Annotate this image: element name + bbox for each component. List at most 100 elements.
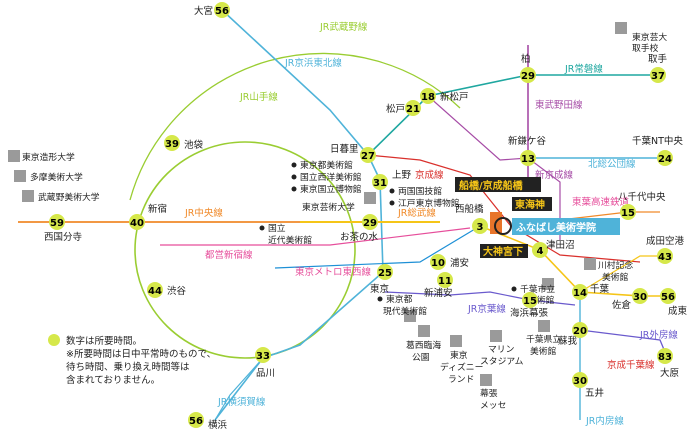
node-ueno: 31 xyxy=(372,174,388,190)
svg-text:30: 30 xyxy=(573,376,587,387)
museum-icon-marine xyxy=(490,330,502,342)
box-tokaijin xyxy=(512,197,552,211)
museum-icon-disney xyxy=(450,335,462,347)
node-ochanomizu: 29 xyxy=(362,214,378,230)
station-narita-airport: 成田空港 xyxy=(646,235,685,247)
station-chiba: 千葉 xyxy=(590,283,610,295)
place-kokuritsu-2: 近代美術館 xyxy=(268,234,312,246)
node-yokohama: 56 xyxy=(188,412,204,428)
legend-line-1: 数字は所要時間。 xyxy=(66,335,142,347)
legend-line-4: 含まれておりません。 xyxy=(66,374,160,386)
label-keisei-chiba: 京成千葉線 xyxy=(607,359,655,371)
node-narita: 56 xyxy=(660,288,676,304)
station-tokyo: 東京 xyxy=(370,283,389,295)
station-yokohama: 横浜 xyxy=(208,419,228,431)
label-yamanote: JR山手線 xyxy=(239,91,278,103)
toei-shinjuku-line xyxy=(160,227,471,246)
label-toei-shinjuku: 都営新宿線 xyxy=(205,249,253,261)
museum-icon-messe xyxy=(480,374,492,386)
station-ochanomizu: お茶の水 xyxy=(340,231,379,243)
museum-icon-tama xyxy=(14,170,26,182)
box-ojinmae xyxy=(480,244,528,258)
funabashi-ring xyxy=(494,217,512,235)
station-shin-urayasu: 新浦安 xyxy=(424,287,453,299)
station-narita: 成東 xyxy=(668,305,688,317)
museum-icon-chibashi xyxy=(542,278,554,290)
station-funabashi: 船橋/京成船橋 xyxy=(459,179,524,192)
label-tozai: 東京メトロ東西線 xyxy=(295,266,372,278)
keiyo-line xyxy=(384,291,576,306)
place-tomin: 東京都美術館 xyxy=(300,159,353,171)
svg-text:29: 29 xyxy=(363,218,377,229)
label-shinkeisei: 新京成線 xyxy=(535,169,574,181)
svg-text:39: 39 xyxy=(165,139,179,150)
svg-text:33: 33 xyxy=(256,351,270,362)
joban-line xyxy=(367,74,658,156)
node-narita-airport: 43 xyxy=(657,248,673,264)
place-disney-2: ディズニー xyxy=(440,361,483,373)
station-ikebukuro: 池袋 xyxy=(184,139,204,151)
station-toride: 取手 xyxy=(648,53,668,65)
node-ikebukuro: 39 xyxy=(164,135,180,151)
place-gendai-1: 東京都 xyxy=(386,293,413,305)
place-disney-1: 東京 xyxy=(450,349,468,361)
legend-line-3: 待ち時間、乗り換え時間等は xyxy=(66,361,190,373)
label-keihin-tohoku: JR京浜東北線 xyxy=(284,57,342,69)
node-nishifunabashi: 3 xyxy=(472,218,488,234)
place-ryogoku: 両国国技館 xyxy=(398,185,442,197)
station-chiba-nt: 千葉NT中央 xyxy=(632,135,683,147)
node-nippori: 27 xyxy=(360,147,376,163)
svg-text:29: 29 xyxy=(521,71,535,82)
station-goi: 五井 xyxy=(585,387,604,399)
node-soga: 20 xyxy=(572,322,588,338)
svg-text:56: 56 xyxy=(189,416,203,427)
place-dot-hakubutsu xyxy=(291,186,297,192)
label-chuo: JR中央線 xyxy=(184,207,223,219)
node-tokyo: 25 xyxy=(377,264,393,280)
keisei-line xyxy=(367,154,641,263)
label-musashino: JR武蔵野線 xyxy=(319,21,368,33)
tozai-line xyxy=(274,225,481,269)
museum-icon-kawamura xyxy=(584,258,596,270)
svg-text:44: 44 xyxy=(148,286,162,297)
station-ohara: 大原 xyxy=(660,367,679,379)
svg-text:56: 56 xyxy=(661,292,675,303)
station-nippori: 日暮里 xyxy=(330,143,359,155)
svg-text:30: 30 xyxy=(633,292,647,303)
node-chiba: 14 xyxy=(572,284,588,300)
svg-text:15: 15 xyxy=(523,296,537,307)
label-toyo: 東葉高速鉄道 xyxy=(572,196,630,208)
svg-text:27: 27 xyxy=(361,151,375,162)
place-hakubutsu: 東京国立博物館 xyxy=(300,183,362,195)
svg-text:20: 20 xyxy=(573,326,587,337)
place-dot-chibashi xyxy=(511,286,517,292)
place-icons xyxy=(8,22,627,386)
place-marine-1: マリン xyxy=(488,345,515,355)
museum-icon-musabi xyxy=(22,190,34,202)
node-shin-urayasu: 11 xyxy=(437,272,453,288)
place-dot-ryogoku xyxy=(389,188,395,194)
svg-text:21: 21 xyxy=(406,104,420,115)
node-shinagawa: 33 xyxy=(255,347,271,363)
station-tsudanuma: 津田沼 xyxy=(546,240,575,251)
station-sakura: 佐倉 xyxy=(612,299,632,311)
svg-text:14: 14 xyxy=(573,288,587,299)
place-marine-2: スタジアム xyxy=(480,356,524,367)
musashino-line xyxy=(129,52,461,201)
place-gendai-2: 現代美術館 xyxy=(383,305,427,317)
svg-text:3: 3 xyxy=(477,222,484,233)
node-matsudo: 21 xyxy=(405,100,421,116)
museum-icon-kasai xyxy=(418,325,430,337)
place-dot-tomin xyxy=(291,162,297,168)
station-shinkamagaya: 新鎌ケ谷 xyxy=(508,135,547,147)
museum-icon-zokei xyxy=(8,150,20,162)
svg-text:25: 25 xyxy=(378,268,392,279)
place-disney-3: ランド xyxy=(448,374,474,385)
place-geidai: 東京芸術大学 xyxy=(302,201,355,213)
place-dot-seiyo xyxy=(291,174,297,180)
narita-branch xyxy=(579,255,665,293)
node-toride: 37 xyxy=(650,67,666,83)
node-shinjuku: 40 xyxy=(129,214,145,230)
